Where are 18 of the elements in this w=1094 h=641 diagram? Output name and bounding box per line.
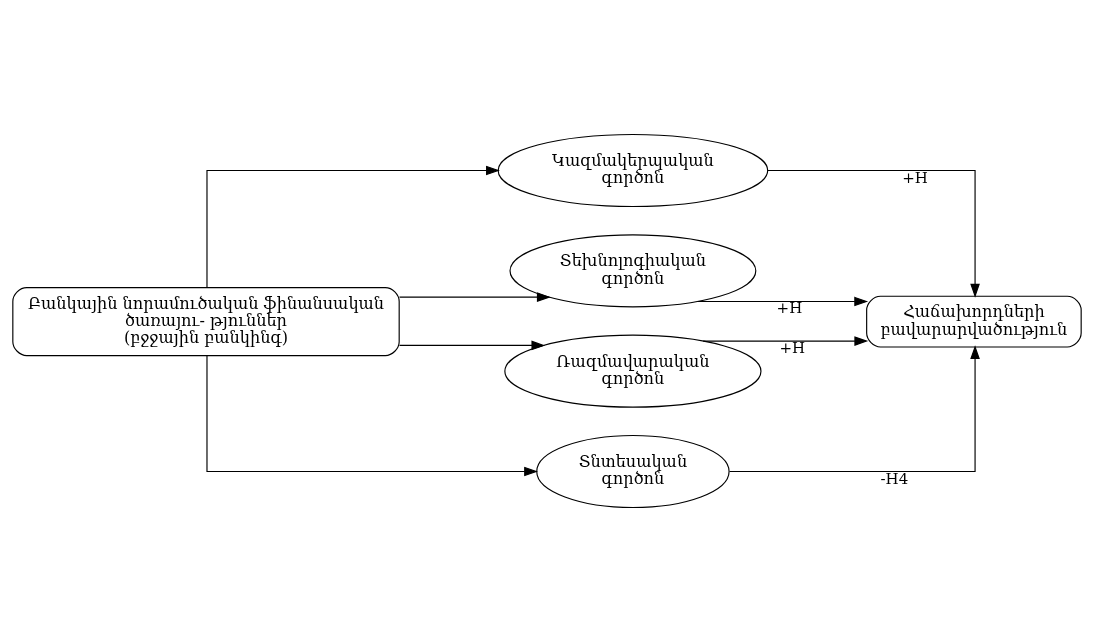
- node-ellipse: Ռազմավարական գործոն: [504, 334, 762, 408]
- node-ellipse: Կազմակերպական գործոն: [497, 133, 769, 207]
- arrow: [206, 354, 538, 476]
- arrow: [398, 291, 551, 302]
- node-box: Բանկային նորամուծական ֆինանսական ծառայու- թյուններ (բջջային բանկինգ): [12, 286, 400, 356]
- arrow: [729, 344, 980, 472]
- edge-label: +H: [779, 338, 806, 357]
- edge-label: -H4: [880, 469, 909, 487]
- node-ellipse: Տնտեսական գործոն: [536, 434, 730, 508]
- arrow: [702, 335, 869, 346]
- node-ellipse: Տեխնոլոգիական գործոն: [509, 233, 757, 307]
- node-box: Հաճախորդների բավարարվածություն: [866, 295, 1082, 348]
- edge-label: +H: [902, 168, 928, 186]
- arrow: [696, 296, 869, 306]
- arrow: [398, 340, 546, 350]
- arrow: [767, 169, 980, 298]
- arrow: [206, 165, 500, 288]
- edge-label: +H: [776, 298, 803, 317]
